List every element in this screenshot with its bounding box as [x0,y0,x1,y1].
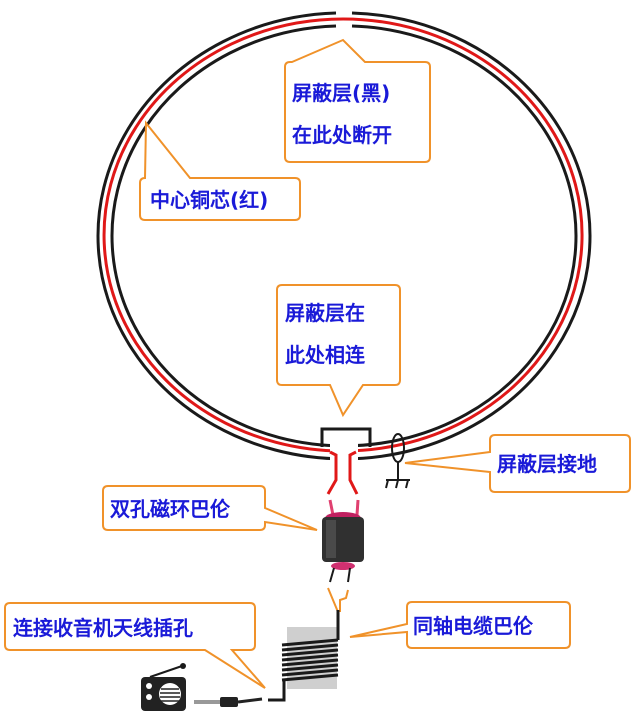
label-shield-ground: 屏蔽层接地 [497,452,597,476]
radio-icon [141,663,186,711]
callout-shield-joined [276,284,401,418]
coax-coil-icon [268,610,340,702]
ground-icon [385,433,410,489]
label-ferrite-balun: 双孔磁环巴伦 [110,497,231,521]
ferrite-core-icon [322,512,364,583]
loop-ring [96,11,592,465]
feed-wires [326,450,360,516]
callout-coax-balun [349,601,571,649]
label-coax-balun: 同轴电缆巴伦 [413,614,534,638]
audio-plug-icon [194,697,263,707]
callout-ferrite-balun [102,485,318,531]
callout-radio-jack [4,602,266,689]
callout-shield-break [284,38,431,163]
label-shield-joined-2: 此处相连 [285,343,366,367]
shield-joint [320,427,372,447]
label-shield-joined-1: 屏蔽层在 [285,301,365,325]
label-shield-break-2: 在此处断开 [292,123,392,147]
label-radio-jack: 连接收音机天线插孔 [13,616,193,640]
label-shield-break-1: 屏蔽层(黑) [292,81,390,105]
callout-center-core [139,120,301,221]
callout-shield-ground [404,434,631,493]
label-center-core: 中心铜芯(红) [150,188,268,212]
